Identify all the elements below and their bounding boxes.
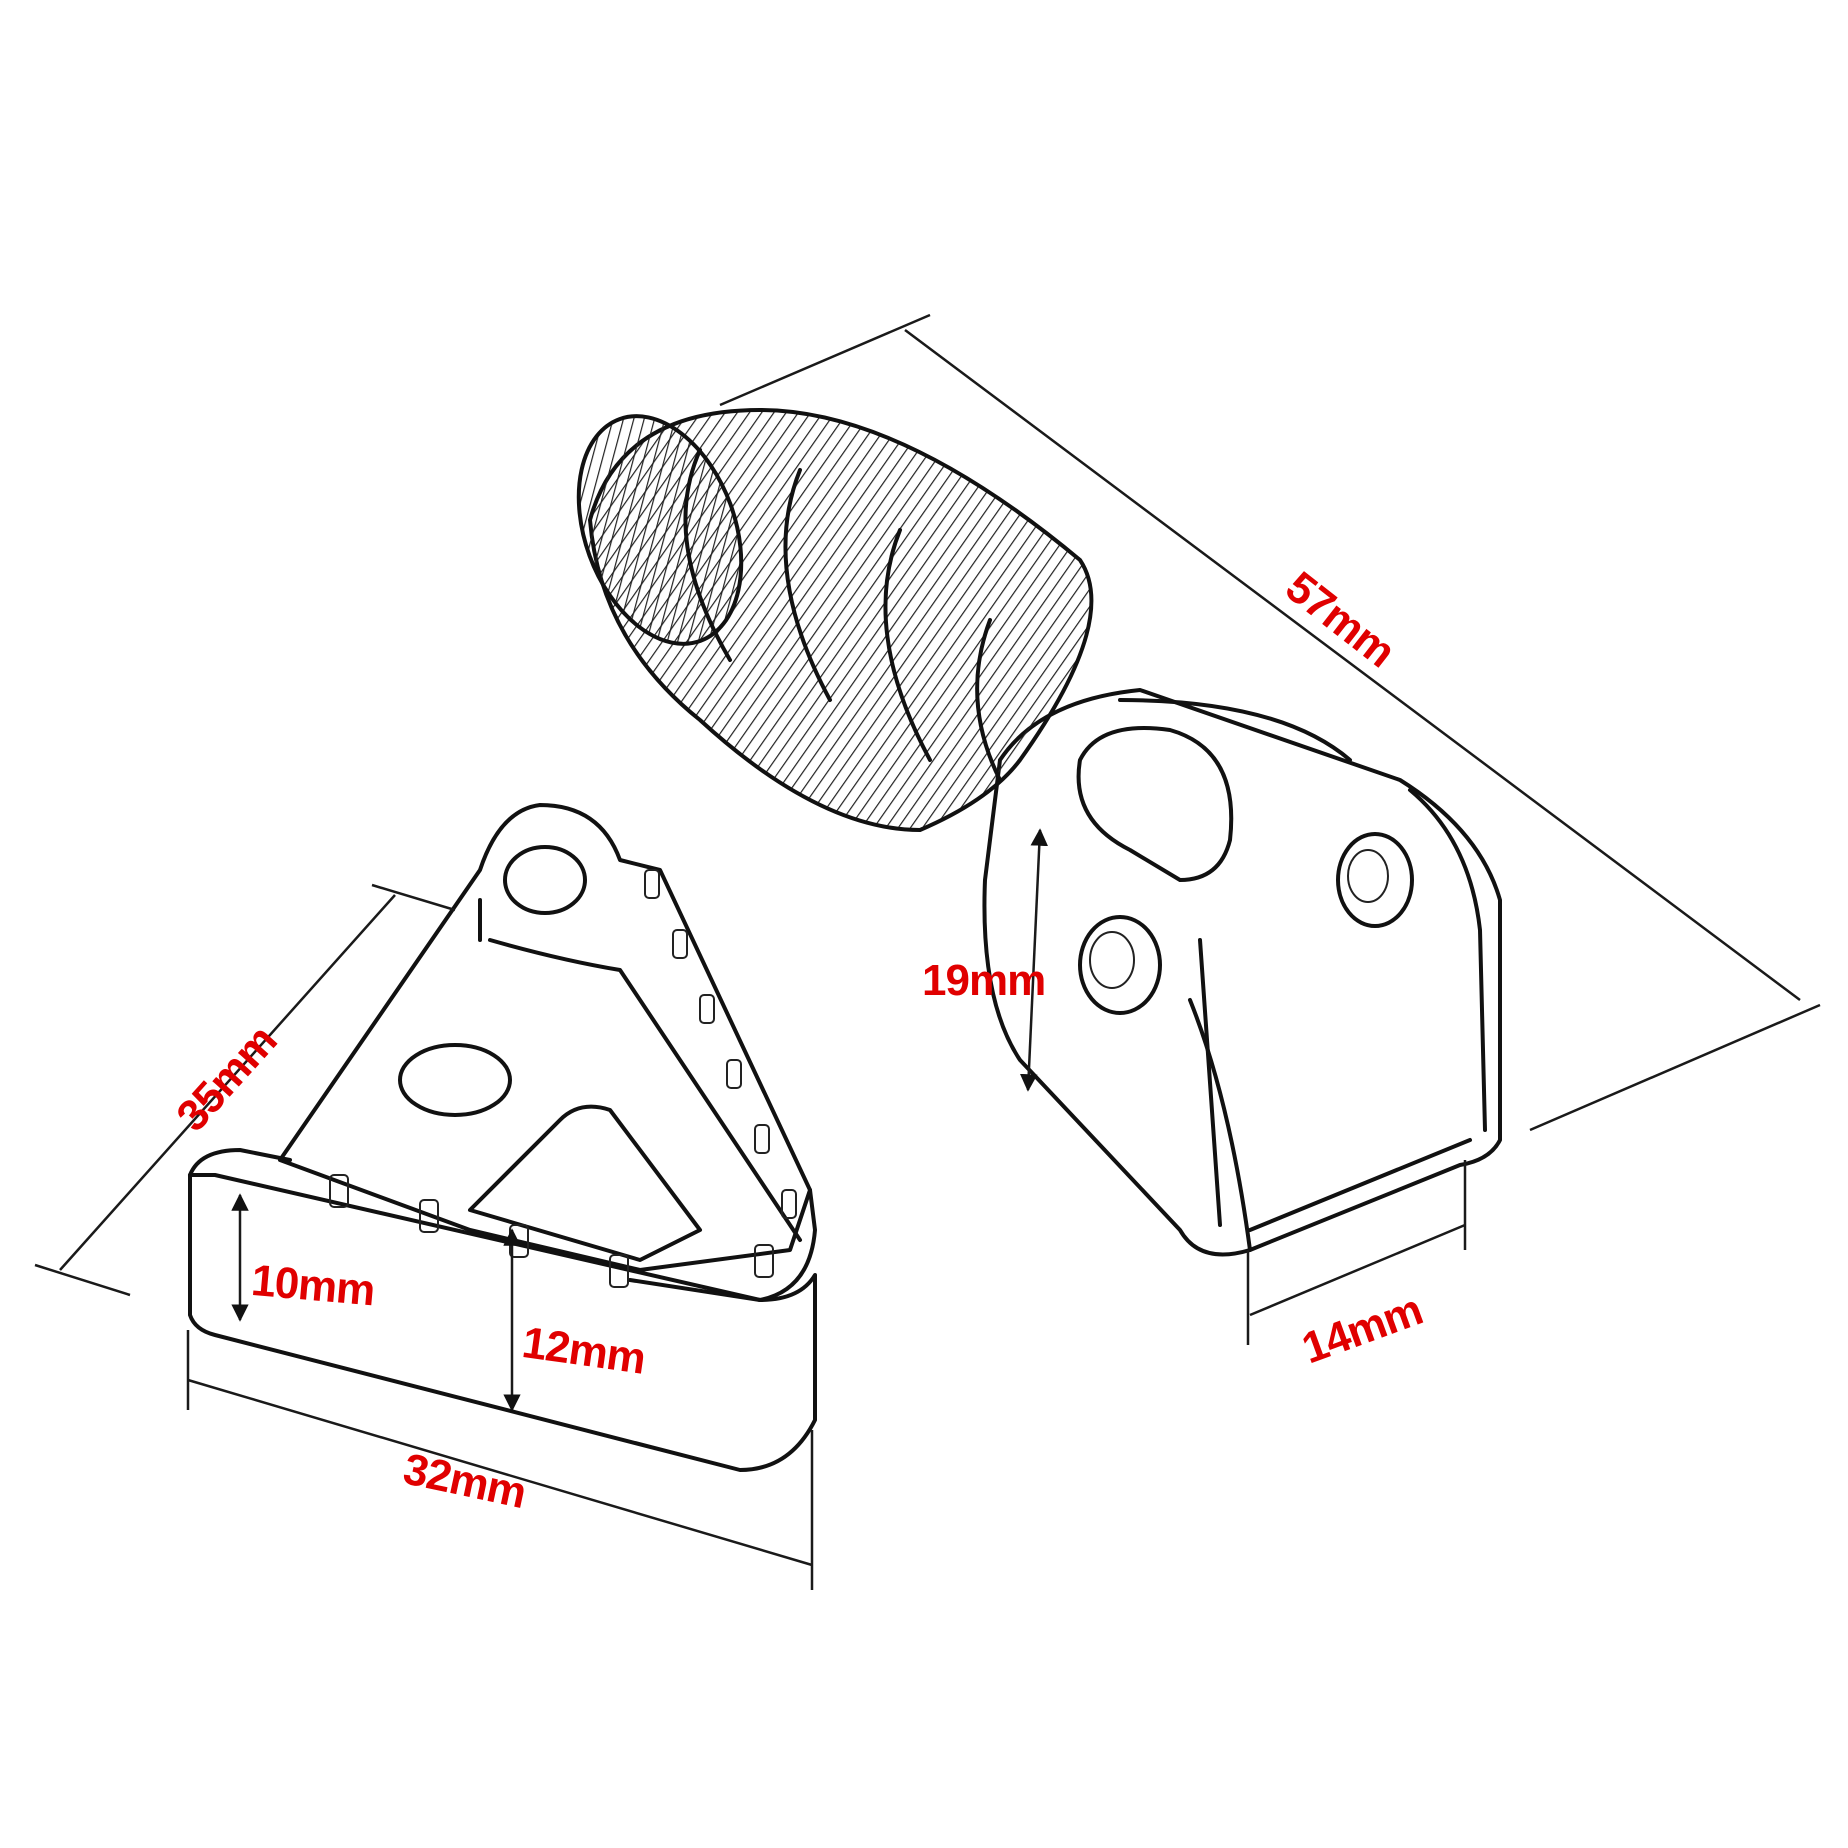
label-tip-width: 32mm xyxy=(399,1444,530,1518)
label-mount-width: 14mm xyxy=(1296,1285,1429,1373)
knurled-cylinder xyxy=(576,407,1094,833)
label-tip-tooth-height: 12mm xyxy=(519,1318,648,1384)
label-tip-edge-height: 10mm xyxy=(249,1256,376,1316)
triangular-tip-part xyxy=(188,803,817,1472)
label-overall-length: 57mm xyxy=(1277,562,1404,676)
label-mount-height: 19mm xyxy=(922,956,1045,1005)
label-tip-depth: 35mm xyxy=(167,1016,286,1140)
knurled-peg-part xyxy=(576,407,1502,1257)
tip-teeth xyxy=(329,869,797,1288)
dimension-lines xyxy=(34,313,1821,1590)
